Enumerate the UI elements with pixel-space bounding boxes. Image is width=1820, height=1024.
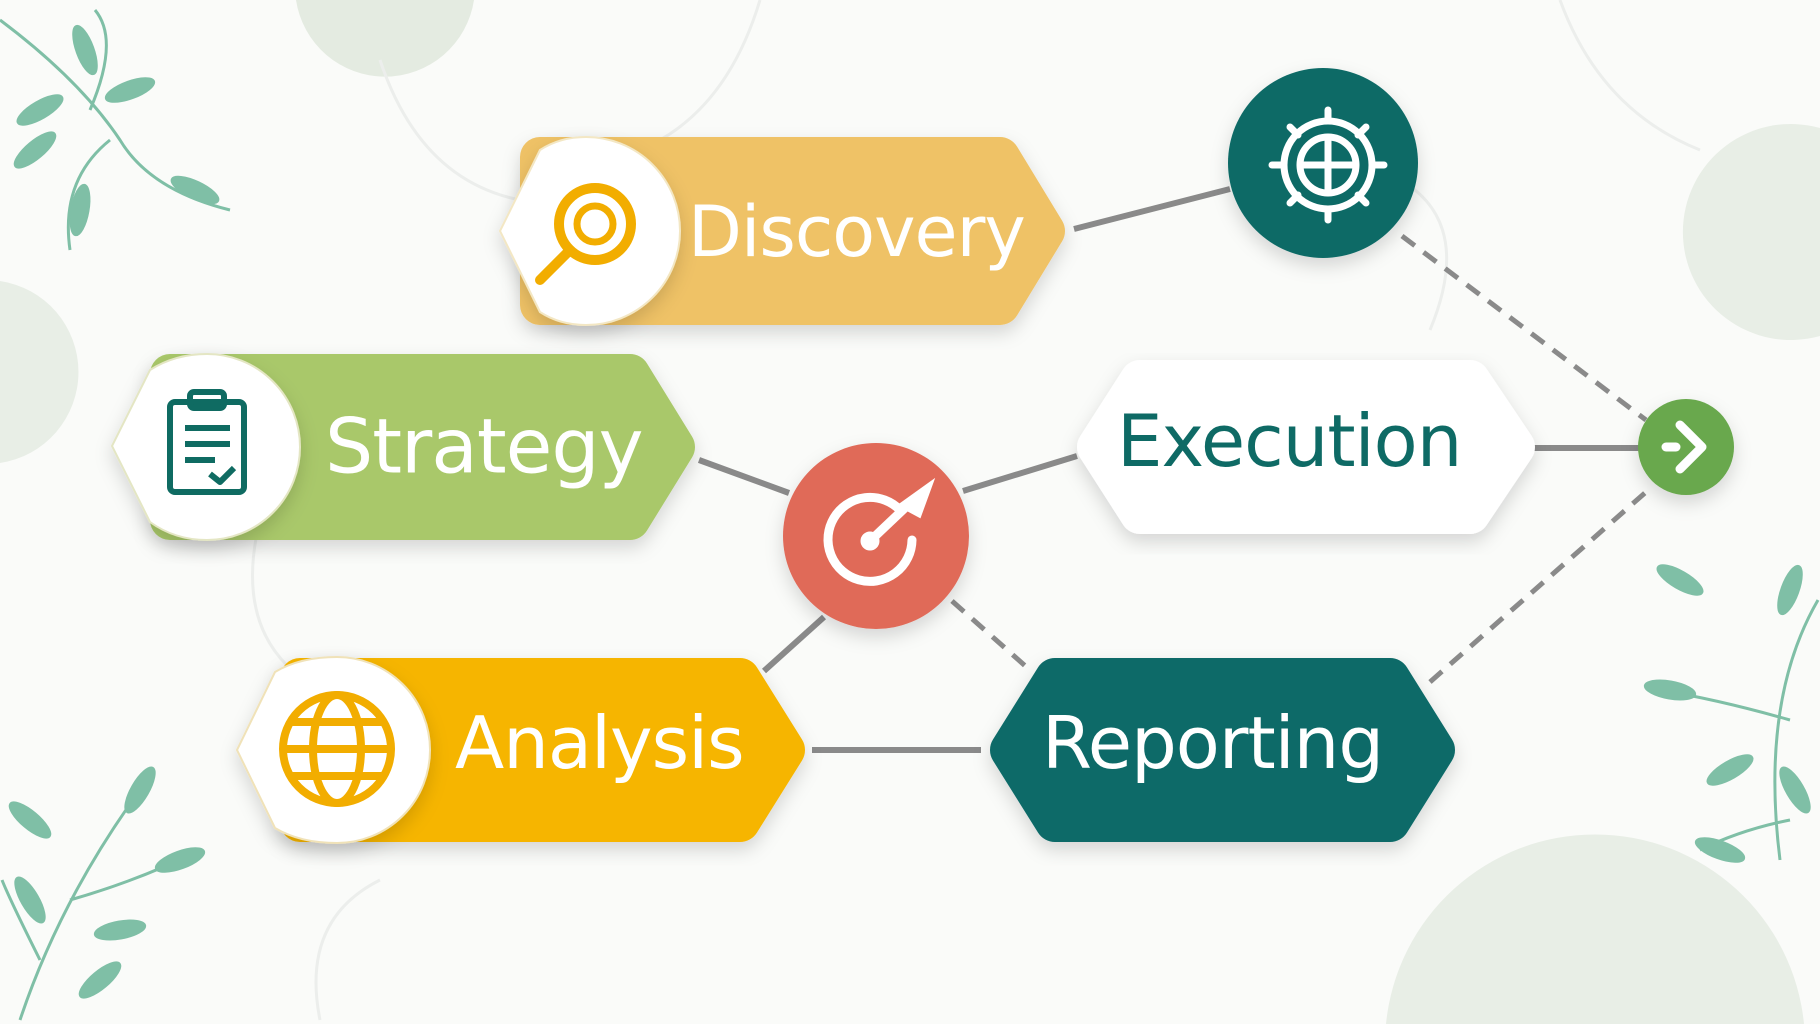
discovery-icon-disc [498,135,681,327]
strategy-icon-disc [110,352,301,542]
analysis-icon-disc [235,655,431,845]
helm-node[interactable] [1228,68,1418,258]
connectors [697,186,1648,753]
target-arrow-icon [823,477,936,586]
discovery-label: Discovery [688,191,1026,273]
connector-hub-reporting [950,599,1033,673]
connector-discovery-helm [1073,186,1231,232]
connector-reporting-finish [1428,490,1648,684]
connector-hub-execution [962,453,1078,494]
connector-strategy-hub [697,457,791,496]
hub-node[interactable] [783,443,969,629]
connector-hub-analysis [761,614,827,674]
execution-label: Execution [1117,399,1462,483]
magnifier-target-icon [535,183,636,285]
leaf-decor [0,9,1820,1021]
reporting-label: Reporting [1042,701,1384,785]
connector-helm-finish [1400,234,1648,422]
analysis-label: Analysis [455,701,745,785]
clipboard-checklist-icon [167,389,247,495]
globe-icon [279,691,395,807]
execution-pill[interactable] [1077,360,1535,534]
finish-node[interactable] [1638,399,1734,495]
strategy-label: Strategy [325,401,644,491]
ship-wheel-globe-icon [1268,106,1388,224]
arrow-right-icon [1661,420,1707,474]
reporting-pill[interactable] [990,658,1455,842]
